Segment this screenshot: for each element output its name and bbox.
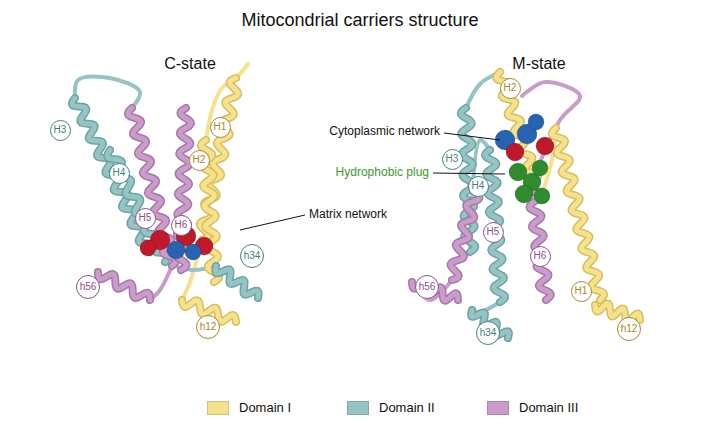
helix-name: H6 [175, 220, 188, 230]
helix-name: h56 [419, 282, 436, 292]
diagram-title: Mitocondrial carriers structure [241, 10, 478, 31]
helix-name: H2 [193, 155, 206, 165]
callout-label: Cytoplasmic network [328, 124, 441, 138]
residue-sphere [140, 240, 156, 256]
helix-ribbon [451, 182, 480, 280]
legend-item: Domain III [487, 400, 617, 416]
residue-sphere [528, 114, 544, 130]
legend-swatch [487, 401, 509, 415]
helix-name: h12 [621, 324, 638, 334]
panel-heading: M-state [511, 55, 566, 73]
helix-name: h56 [80, 282, 97, 292]
residue-sphere [506, 143, 524, 161]
helix-name: H6 [534, 251, 547, 261]
helix-tag: H2 [189, 150, 210, 171]
helix-tag: h56 [76, 275, 100, 299]
residue-sphere [532, 160, 548, 176]
residue-sphere [534, 188, 550, 204]
helix-tag: h34 [476, 321, 500, 345]
helix-name: H4 [113, 168, 126, 178]
helix-tag: H1 [210, 117, 231, 138]
helix-tag: H3 [442, 149, 463, 170]
helix-tag: H5 [483, 222, 504, 243]
leader-line [240, 215, 305, 230]
callout-label: Hydrophobic plug [335, 165, 430, 179]
helix-name: H3 [446, 154, 459, 164]
panel-heading: C-state [163, 55, 217, 73]
helix-name: H5 [139, 213, 152, 223]
helix-ribbon [412, 281, 458, 300]
residue-sphere [515, 185, 533, 203]
helix-tag: H5 [135, 208, 156, 229]
legend-swatch [347, 401, 369, 415]
helix-name: H4 [472, 181, 485, 191]
helix-ribbon [552, 128, 604, 300]
helix-ribbon [98, 272, 150, 300]
legend-text: Domain II [379, 400, 435, 416]
helix-tag: H4 [468, 176, 489, 197]
helix-ribbon [215, 266, 258, 298]
leader-line [433, 173, 505, 174]
helix-tag: h56 [415, 275, 439, 299]
helix-tag: h12 [196, 315, 220, 339]
legend-item: Domain I [207, 400, 337, 416]
helix-name: h34 [480, 328, 497, 338]
residue-sphere [536, 137, 554, 155]
helix-tag: H1 [571, 281, 592, 302]
helix-name: H3 [54, 125, 67, 135]
legend-item: Domain II [347, 400, 477, 416]
helix-name: H1 [575, 286, 588, 296]
leader-line [444, 133, 500, 140]
helix-name: h12 [200, 322, 217, 332]
helix-tag: h34 [240, 244, 264, 268]
helix-name: h34 [244, 251, 261, 261]
legend-text: Domain III [519, 400, 578, 416]
helix-tag: H4 [109, 163, 130, 184]
helix-ribbon [128, 108, 176, 266]
helix-name: H5 [487, 227, 500, 237]
legend-swatch [207, 401, 229, 415]
legend-text: Domain I [239, 400, 291, 416]
callout-label: Matrix network [308, 207, 388, 221]
residue-sphere [167, 241, 185, 259]
helix-name: H1 [214, 122, 227, 132]
helix-tag: H6 [530, 246, 551, 267]
helix-tag: h12 [617, 317, 641, 341]
helix-tag: H3 [50, 120, 71, 141]
helix-tag: H6 [171, 215, 192, 236]
residue-sphere [185, 244, 201, 260]
helix-tag: H2 [500, 78, 521, 99]
helix-name: H2 [504, 83, 517, 93]
